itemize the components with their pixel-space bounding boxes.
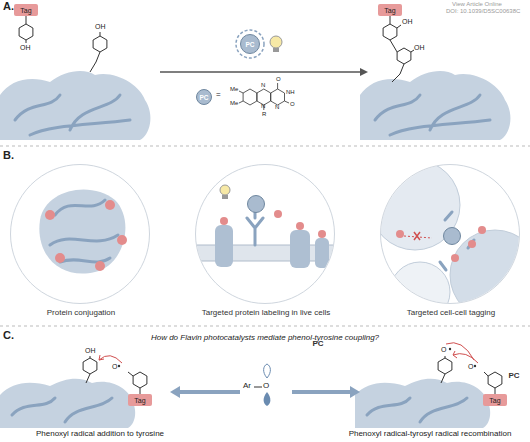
protein-left <box>0 379 135 428</box>
membrane-scene <box>195 185 335 268</box>
node-text: Tag <box>134 397 145 404</box>
tag-box: Tag <box>128 394 152 406</box>
atom-label: OH <box>85 347 96 354</box>
atom-label: Me <box>230 86 238 92</box>
cells-scene <box>370 160 530 322</box>
protein-left <box>0 71 150 140</box>
watermark: View Article Online <box>452 1 502 7</box>
separator <box>0 326 530 327</box>
radical-dot <box>118 348 476 367</box>
panel-caption: Targeted cell-cell tagging <box>341 309 530 318</box>
scene-circle: Protein conjugation <box>10 164 150 304</box>
node-text: Tag <box>489 397 500 404</box>
atom-label: NH <box>286 89 295 95</box>
atom-label: OH <box>20 44 31 51</box>
atom-label: OH <box>414 44 425 51</box>
caption-text: Phenoxyl radical addition to tyrosine <box>0 430 200 438</box>
node-text: PC <box>199 94 208 101</box>
tag-box: Tag <box>378 4 402 16</box>
protein-right <box>360 71 510 140</box>
separator <box>0 146 530 147</box>
atom-label: OH <box>402 18 413 25</box>
atom-label: Me <box>230 100 238 106</box>
panel-letter: B. <box>3 150 14 161</box>
atom-label: Ar <box>243 382 251 390</box>
catalyst-ring <box>236 30 264 58</box>
molecule <box>383 16 414 82</box>
caption-text: How do Flavin photocatalysts mediate phe… <box>0 334 530 342</box>
watermark: DOI: 10.1039/D5SC00638C <box>446 8 520 14</box>
photocatalyst-badge: PC <box>247 195 265 213</box>
atom-label: O <box>468 363 473 370</box>
panel-letter: A. <box>3 1 14 12</box>
tag-box: Tag <box>483 394 507 406</box>
atom-label: N <box>261 103 265 109</box>
panel-letter: C. <box>3 330 14 341</box>
atom-label: O <box>290 101 295 107</box>
photocatalyst-badge: PC <box>443 227 461 245</box>
photocatalyst-badge: PC <box>196 89 212 105</box>
atom-label: N <box>261 82 265 88</box>
electron-arrow <box>99 343 478 363</box>
node-text: PC <box>245 41 254 48</box>
atom-label: O <box>276 76 281 82</box>
atom-label: N <box>275 104 279 110</box>
atom-label: = <box>216 91 221 99</box>
panel-caption: Protein conjugation <box>0 309 191 318</box>
atom-label: O <box>112 363 117 370</box>
photocatalyst-badge: PC <box>240 34 260 54</box>
atom-label: O <box>263 382 269 390</box>
caption-text: Phenoxyl radical-tyrosyl radical recombi… <box>330 430 530 438</box>
node-text: Tag <box>20 7 31 14</box>
orbital-symbol <box>254 364 270 406</box>
flavin-structure <box>239 83 289 110</box>
protein-right <box>355 379 490 428</box>
panel-caption: Targeted protein labeling in live cells <box>156 309 376 318</box>
molecule <box>83 356 502 394</box>
scene-circle: Targeted protein labeling in live cellsP… <box>195 164 335 304</box>
molecule <box>19 16 107 72</box>
node-text: Tag <box>384 7 395 14</box>
arrow-head <box>360 68 368 76</box>
lamp-symbol <box>270 36 282 52</box>
atom-label: R <box>262 111 266 117</box>
atom-label: OH <box>95 23 106 30</box>
node-text: PC <box>404 372 530 381</box>
tag-box: Tag <box>14 4 38 16</box>
scene-circle: Targeted cell-cell taggingPC <box>380 164 520 304</box>
protein-scene <box>39 190 127 274</box>
reaction-arrow <box>160 71 360 73</box>
atom-label: O <box>441 346 446 353</box>
